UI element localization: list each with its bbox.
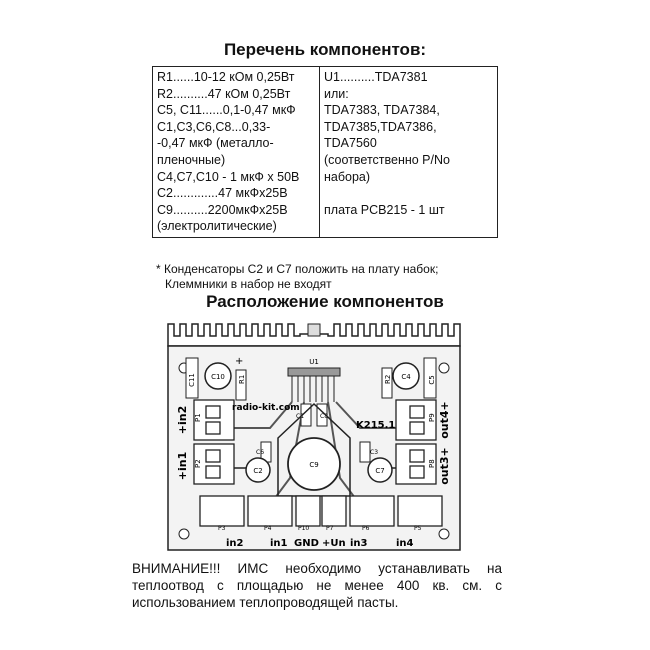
components-right-column: U1..........TDA7381 или: TDA7383, TDA738… (319, 66, 498, 238)
p5-label: P5 (414, 525, 422, 532)
component-line: C2.............47 мкФx25В (157, 186, 288, 201)
plus-sign: + (235, 356, 243, 367)
component-line: U1..........TDA7381 (324, 70, 428, 84)
c11-label: C11 (188, 373, 196, 387)
r1-label: R1 (238, 375, 246, 384)
c3-label: C3 (370, 449, 378, 456)
component-line: R2..........47 кОм 0,25Вт (157, 86, 291, 101)
c10-body (204, 362, 232, 390)
warning-text: ВНИМАНИЕ!!! ИМС необходимо устанавливать… (132, 560, 502, 611)
p8-label: P8 (428, 459, 436, 468)
bottom-terminals (199, 495, 443, 527)
component-line: C5, C11......0,1-0,47 мкФ (157, 103, 296, 118)
c7-label: C7 (375, 467, 384, 475)
c9-body (287, 437, 341, 491)
in3-label: in3 (350, 538, 368, 549)
in1-plus-label: +in1 (176, 452, 189, 480)
component-line: плата PCB215 - 1 шт (324, 202, 445, 217)
in4-label: in4 (396, 538, 414, 549)
p9-label: P9 (428, 413, 436, 422)
c8-label: C8 (320, 413, 328, 420)
p1-label: P1 (194, 413, 202, 422)
pcb-layout-diagram: U1 C11 C10 + R1 C5 C4 R2 P1 P2 +in2 +in1… (167, 323, 461, 551)
c5-label: C5 (428, 375, 436, 384)
component-line: C4,C7,C10 - 1 мкФ x 50В (157, 169, 300, 184)
brand-label: radio-kit.com (232, 403, 300, 413)
in2-label: in2 (226, 538, 244, 549)
components-list-title: Перечень компонентов: (223, 40, 427, 59)
u1-label: U1 (309, 358, 319, 366)
p4-label: P4 (264, 525, 272, 532)
warning-line: ВНИМАНИЕ!!! ИМС необходимо устанавливать… (132, 561, 502, 576)
in2-plus-label: +in2 (176, 406, 189, 434)
layout-title: Расположение компонентов (206, 292, 444, 311)
component-line: набора) (324, 169, 371, 184)
component-line: TDA7560 (324, 136, 377, 151)
component-line: (соответственно P/No (324, 152, 450, 167)
component-line: или: (324, 86, 349, 101)
gnd-label: GND (294, 538, 319, 549)
plus-un-label: +Un (322, 538, 346, 549)
component-line: R1......10-12 кОм 0,25Вт (157, 70, 295, 84)
in1-label: in1 (270, 538, 288, 549)
component-line: C1,C3,C6,C8...0,33- (157, 119, 271, 134)
note-line: * Конденсаторы С2 и С7 положить на плату… (156, 262, 439, 276)
p7-label: P7 (326, 525, 334, 532)
component-line (324, 185, 493, 202)
model-label: K215.1 (356, 420, 395, 431)
component-line: TDA7383, TDA7384, (324, 103, 440, 118)
right-terminals (395, 399, 437, 485)
c10-label: C10 (211, 373, 225, 381)
c9-label: C9 (309, 461, 318, 469)
c4-label: C4 (401, 373, 411, 381)
component-line: (электролитические) (157, 219, 277, 234)
p3-label: P3 (218, 525, 226, 532)
p2-label: P2 (194, 459, 202, 468)
component-line: пленочные) (157, 152, 226, 167)
p6-label: P6 (362, 525, 370, 532)
assembly-note: * Конденсаторы С2 и С7 положить на плату… (156, 262, 438, 292)
left-terminals (193, 399, 235, 485)
component-line: TDA7385,TDA7386, (324, 119, 437, 134)
u1-pins (287, 367, 341, 402)
c2-label: C2 (253, 467, 262, 475)
out4-plus-label: out4+ (438, 401, 451, 439)
component-line: -0,47 мкФ (металло- (157, 136, 274, 151)
p10-label: P10 (298, 525, 309, 532)
c6-label: C6 (256, 449, 264, 456)
note-line: Клеммники в набор не входят (165, 277, 332, 291)
r2-label: R2 (384, 375, 392, 384)
warning-line: теплоотвод с площадью не менее 400 кв. с… (132, 578, 502, 593)
c11-body (185, 357, 199, 399)
components-left-column: R1......10-12 кОм 0,25Вт R2..........47 … (152, 66, 320, 238)
component-line: C9..........2200мкФx25В (157, 202, 288, 217)
heatsink-screw (307, 323, 321, 337)
warning-line: использованием теплопроводящей пасты. (132, 595, 399, 610)
out3-plus-label: out3+ (438, 447, 451, 485)
components-table: R1......10-12 кОм 0,25Вт R2..........47 … (152, 66, 498, 238)
